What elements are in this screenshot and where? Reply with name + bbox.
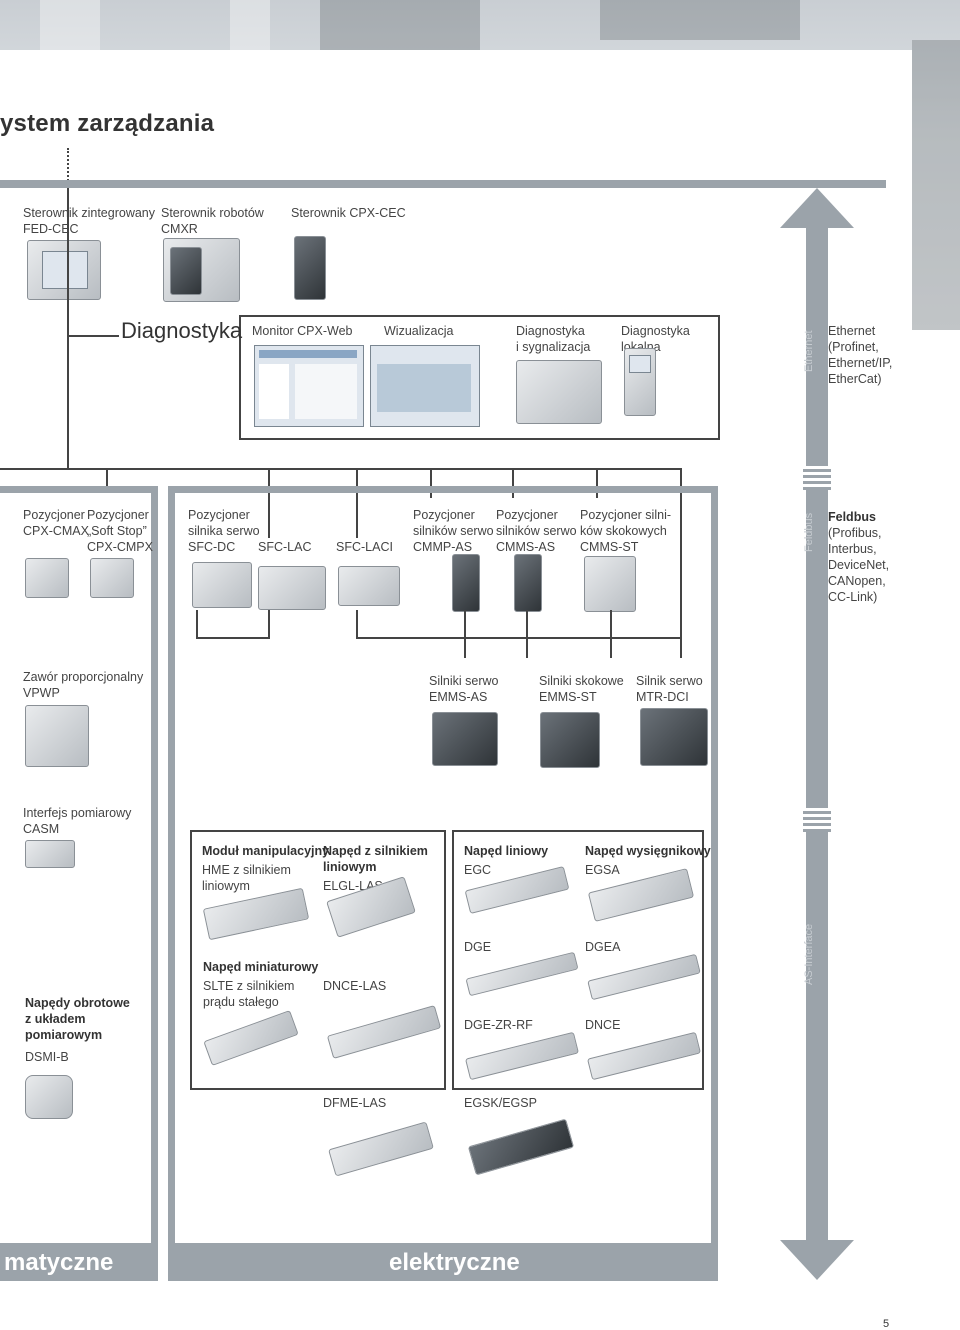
motor-bus-line [356, 637, 682, 639]
drive-egsa: Napęd wysięgnikowy EGSA [585, 844, 711, 877]
drop-line [268, 468, 270, 538]
positioner-cpx-cmpx: Pozycjoner„Soft Stop”CPX-CMPX [87, 508, 153, 554]
emms-as-image [432, 712, 498, 766]
fieldbus-description: Feldbus (Profibus,Interbus,DeviceNet, CA… [828, 510, 890, 604]
arrow-down-icon [780, 1240, 854, 1280]
vpwp-image [25, 705, 89, 767]
sfc-laci-image [338, 566, 400, 606]
drive-dnce: DNCE [585, 1018, 621, 1032]
drop-line [356, 468, 358, 538]
positioner-sfc-lac: SFC-LAC [258, 540, 312, 554]
sfc-bracket [196, 637, 268, 639]
arrow-up-icon [780, 188, 854, 228]
drop-line [610, 610, 612, 658]
drop-line [680, 468, 682, 658]
bus-segment-separator [803, 466, 831, 490]
cpx-cmpx-image [90, 558, 134, 598]
drop-line [430, 468, 432, 498]
sfc-dc-image [192, 562, 252, 608]
sfc-lac-image [258, 566, 326, 610]
rotary-dsmi-b: Napędy obrotowe z układem pomiarowym DSM… [25, 996, 130, 1064]
drive-dge-zr-rf: DGE-ZR-RF [464, 1018, 533, 1032]
drop-line [268, 610, 270, 639]
local-diag-image [624, 348, 656, 416]
drop-line [356, 610, 358, 639]
drop-line [526, 610, 528, 658]
casm-image [25, 840, 75, 868]
electric-label: elektryczne [389, 1249, 520, 1276]
pneumatic-frame [0, 486, 158, 1281]
controller-cpx-cec: Sterownik CPX-CEC [291, 206, 406, 220]
drop-line [596, 468, 598, 498]
cmxr-image [163, 238, 240, 302]
cpx-cmax-image [25, 558, 69, 598]
positioner-bus-line [0, 468, 682, 470]
diag-visualization: Wizualizacja [384, 324, 454, 338]
visualization-screenshot [370, 345, 480, 427]
bus-arrow-shaft [806, 200, 828, 1260]
ethernet-tag: Ethernet [803, 330, 815, 372]
page-title: ystem zarządzania [0, 110, 215, 137]
fieldbus-tag: Feldbus [803, 512, 815, 552]
diagnostics-heading: Diagnostyka [121, 318, 243, 343]
cpx-web-screenshot [254, 345, 364, 427]
bus-segment-separator [803, 808, 831, 832]
ethernet-description: Ethernet(Profinet, Ethernet/IP,EtherCat) [828, 324, 893, 386]
top-bus-bar [0, 180, 886, 188]
mtr-dci-image [640, 708, 708, 766]
main-trunk-line [67, 188, 69, 468]
page-number: 5 [883, 1318, 890, 1330]
cmms-as-image [514, 554, 542, 612]
dsmi-b-image [25, 1075, 73, 1119]
drive-dnce-las: DNCE-LAS [323, 979, 387, 993]
drive-dgea: DGEA [585, 940, 621, 954]
cmms-st-image [584, 556, 636, 612]
drive-dge: DGE [464, 940, 492, 954]
diag-cpx-web: Monitor CPX-Web [252, 324, 353, 338]
cpx-cec-image [294, 236, 326, 300]
drives-box-right [452, 830, 704, 1090]
drop-line [106, 468, 108, 486]
diagnostics-connector [67, 335, 119, 337]
dotted-connector [67, 148, 69, 193]
drive-dfme-las: DFME-LAS [323, 1096, 387, 1110]
emms-st-image [540, 712, 600, 768]
fed-cec-image [27, 240, 101, 300]
pneumatic-footer [0, 1243, 155, 1281]
cmmp-as-image [452, 554, 480, 612]
drop-line [196, 610, 198, 639]
drive-egsk-egsp: EGSK/EGSP [464, 1096, 537, 1110]
drives-box-left [190, 830, 446, 1090]
pneumatic-label: matyczne [4, 1249, 114, 1276]
drop-line [512, 468, 514, 498]
drop-line [464, 610, 466, 658]
positioner-sfc-laci: SFC-LACI [336, 540, 393, 554]
asi-tag: AS-Interface [803, 923, 815, 985]
signalling-image [516, 360, 602, 424]
drive-egc: Napęd liniowy EGC [464, 844, 549, 877]
electric-footer [172, 1243, 718, 1281]
